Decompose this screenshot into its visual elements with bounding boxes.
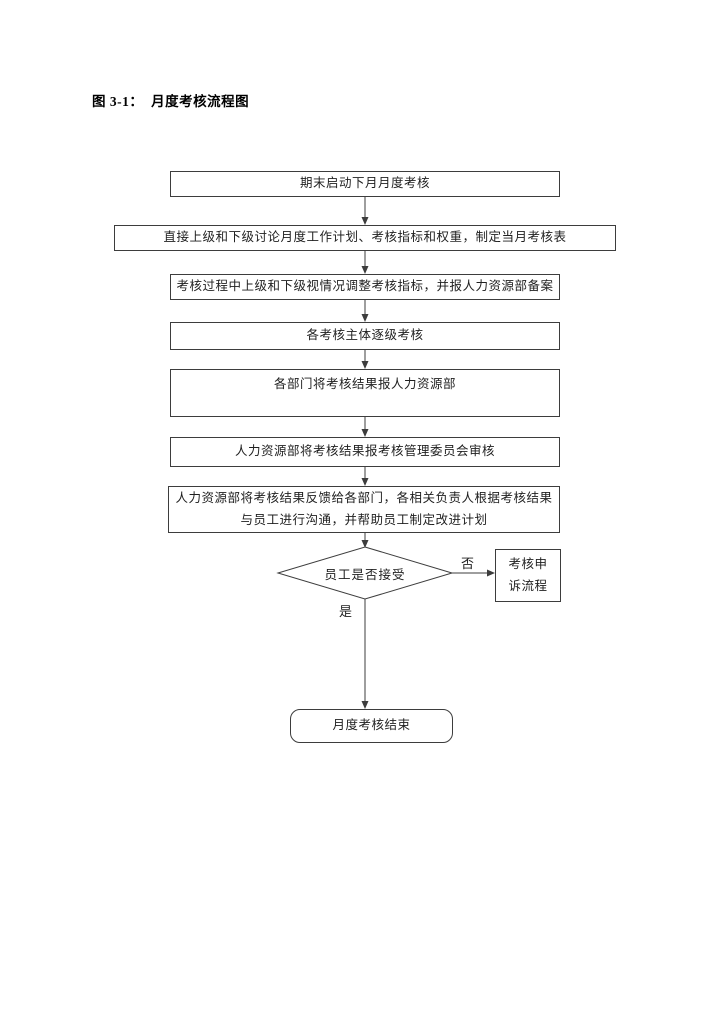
arrow-step3-step4 bbox=[361, 300, 369, 322]
arrow-decision-yes-end bbox=[361, 599, 369, 709]
flow-step-start-monthly-assessment: 期末启动下月月度考核 bbox=[170, 171, 560, 197]
arrow-step1-step2 bbox=[361, 197, 369, 225]
flow-node-label: 考核申诉流程 bbox=[508, 557, 548, 593]
flow-step-feedback-and-improvement-plan: 人力资源部将考核结果反馈给各部门，各相关负责人根据考核结果与员工进行沟通，并帮助… bbox=[168, 486, 560, 533]
flow-step-report-results-to-hr: 各部门将考核结果报人力资源部 bbox=[170, 369, 560, 417]
arrow-step2-step3 bbox=[361, 251, 369, 274]
flow-node-appeal-process: 考核申诉流程 bbox=[495, 549, 561, 602]
flow-step-label: 人力资源部将考核结果反馈给各部门，各相关负责人根据考核结果与员工进行沟通，并帮助… bbox=[175, 491, 553, 527]
decision-no-label: 否 bbox=[461, 553, 475, 572]
arrow-step5-step6 bbox=[361, 417, 369, 437]
flow-step-label: 期末启动下月月度考核 bbox=[299, 176, 430, 191]
flow-step-label: 考核过程中上级和下级视情况调整考核指标，并报人力资源部备案 bbox=[176, 279, 554, 294]
arrow-step4-step5 bbox=[361, 350, 369, 369]
figure-title: 图 3-1： 月度考核流程图 bbox=[92, 94, 250, 109]
decision-yes-label: 是 bbox=[339, 601, 353, 620]
flow-step-label: 人力资源部将考核结果报考核管理委员会审核 bbox=[234, 444, 495, 459]
flow-step-label: 各考核主体逐级考核 bbox=[306, 328, 424, 343]
decision-employee-accept-label: 员工是否接受 bbox=[324, 568, 406, 582]
flow-step-adjust-indicators: 考核过程中上级和下级视情况调整考核指标，并报人力资源部备案 bbox=[170, 274, 560, 300]
flow-step-discuss-plan-indicators: 直接上级和下级讨论月度工作计划、考核指标和权重，制定当月考核表 bbox=[114, 225, 616, 251]
arrow-decision-no-appeal bbox=[452, 569, 495, 577]
flow-step-label: 各部门将考核结果报人力资源部 bbox=[273, 377, 456, 391]
flow-step-level-by-level-assessment: 各考核主体逐级考核 bbox=[170, 322, 560, 350]
flow-step-label: 直接上级和下级讨论月度工作计划、考核指标和权重，制定当月考核表 bbox=[163, 230, 567, 245]
arrow-step7-decision bbox=[361, 533, 369, 548]
flow-node-end-monthly-assessment: 月度考核结束 bbox=[290, 709, 453, 743]
flow-step-hr-report-to-committee: 人力资源部将考核结果报考核管理委员会审核 bbox=[170, 437, 560, 467]
flow-node-label: 月度考核结束 bbox=[332, 718, 411, 733]
arrow-step6-step7 bbox=[361, 467, 369, 486]
